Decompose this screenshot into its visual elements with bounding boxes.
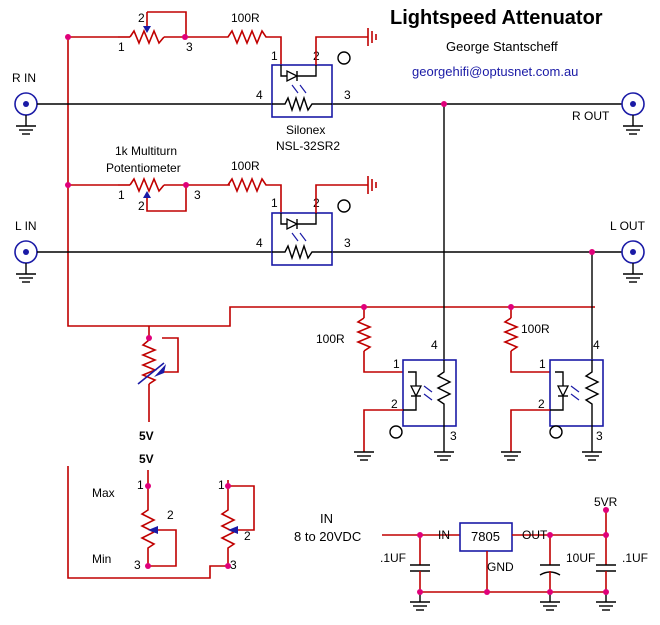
shunt-2-pin4: 4 — [593, 338, 600, 352]
l-pot-pin3: 3 — [194, 188, 201, 202]
r-opto-pin4: 4 — [256, 88, 263, 102]
r-out-label: R OUT — [572, 109, 610, 123]
r-in-label: R IN — [12, 71, 36, 85]
regulator-in-label: IN — [438, 528, 450, 542]
l-out-label: L OUT — [610, 219, 646, 233]
pot-detail — [67, 466, 255, 579]
r-in-jack-icon — [14, 92, 38, 135]
shunt-1-pin4: 4 — [431, 338, 438, 352]
min-label: Min — [92, 552, 111, 566]
l-opto-pin1: 1 — [271, 196, 278, 210]
dc-in-range-label: 8 to 20VDC — [294, 529, 361, 544]
detail-pot1-pin3: 3 — [134, 558, 141, 572]
cap-0-1uf-left-icon — [410, 535, 430, 592]
shunt-opto-2 — [501, 307, 604, 461]
regulator-gnd-label: GND — [487, 560, 514, 574]
r-pot-pin3: 3 — [186, 40, 193, 54]
detail-pot1-pin1: 1 — [137, 478, 144, 492]
part-number-label: NSL-32SR2 — [276, 139, 340, 153]
silonex-label: Silonex — [286, 123, 325, 137]
r-trim-pot-icon — [118, 11, 187, 46]
l-pot-pin1: 1 — [118, 188, 125, 202]
schematic-title: Lightspeed Attenuator — [390, 7, 603, 29]
r-pot-pin2: 2 — [138, 11, 145, 25]
detail-pot2-pin1: 1 — [218, 478, 225, 492]
detail-pot2-pin3: 3 — [230, 558, 237, 572]
l-resistor-label: 100R — [231, 159, 260, 173]
pot-detail-5v-label: 5V — [139, 452, 154, 466]
dc-in-label: IN — [320, 511, 333, 526]
shunt-2-pin1: 1 — [539, 357, 546, 371]
shunt-2-pin2: 2 — [538, 397, 545, 411]
volume-pot-5v-label: 5V — [139, 429, 154, 443]
l-resistor-100r-icon — [227, 176, 282, 213]
detail-pot2-pin2: 2 — [244, 529, 251, 543]
r-resistor-100r-icon — [185, 28, 282, 65]
regulator-out-label: OUT — [522, 528, 548, 542]
r-opto-ground-icon — [315, 28, 377, 65]
l-opto-pin4: 4 — [256, 236, 263, 250]
l-opto-pin3: 3 — [344, 236, 351, 250]
cap-10uf-label: 10UF — [566, 551, 595, 565]
l-channel: L IN L OUT 1k Multiturn Potentiometer 1 … — [14, 144, 646, 283]
cap-left-label: .1UF — [380, 551, 406, 565]
shunt-1-pin1: 1 — [393, 357, 400, 371]
l-optocoupler-icon — [271, 212, 333, 266]
author-email: georgehifi@optusnet.com.au — [412, 64, 578, 79]
r-resistor-label: 100R — [231, 11, 260, 25]
shunt-2-pin3: 3 — [596, 429, 603, 443]
multiturn-label-line2: Potentiometer — [106, 161, 181, 175]
detail-pot1-pin2: 2 — [167, 508, 174, 522]
shunt-1-pin2: 2 — [391, 397, 398, 411]
multiturn-label-line1: 1k Multiturn — [115, 144, 177, 158]
author-name: George Stantscheff — [446, 39, 558, 54]
shunt-2-resistor-label: 100R — [521, 322, 550, 336]
shunt-2-ground-icon — [501, 451, 602, 461]
l-opto-ground-icon — [315, 176, 377, 213]
r-channel: R IN R OUT 2 1 3 100R — [12, 11, 645, 153]
r-opto-pin3: 3 — [344, 88, 351, 102]
shunt-1-resistor-label: 100R — [316, 332, 345, 346]
l-pot-pin2: 2 — [138, 199, 145, 213]
l-trim-pot-icon — [118, 176, 230, 212]
max-label: Max — [92, 486, 115, 500]
shunt-opto-1 — [354, 307, 457, 461]
control-bus — [67, 36, 595, 327]
junction-dots — [65, 34, 595, 341]
l-in-label: L IN — [15, 219, 37, 233]
r-optocoupler-icon — [271, 64, 333, 118]
shunt-1-ground-icon — [354, 451, 454, 461]
cap-0-1uf-right-icon — [596, 535, 616, 592]
cap-right-label: .1UF — [622, 551, 648, 565]
shunt-1-pin3: 3 — [450, 429, 457, 443]
l-in-jack-icon — [14, 240, 38, 283]
5vr-label: 5VR — [594, 495, 618, 509]
regulator-part-label: 7805 — [471, 529, 500, 544]
r-out-jack-icon — [621, 92, 645, 135]
l-out-jack-icon — [621, 240, 645, 283]
regulator-ground-icon — [410, 592, 616, 611]
volume-pot-icon — [137, 326, 179, 422]
regulator-section — [382, 507, 616, 611]
r-opto-pin1: 1 — [271, 49, 278, 63]
r-pot-pin1: 1 — [118, 40, 125, 54]
cap-10uf-icon — [539, 535, 561, 592]
